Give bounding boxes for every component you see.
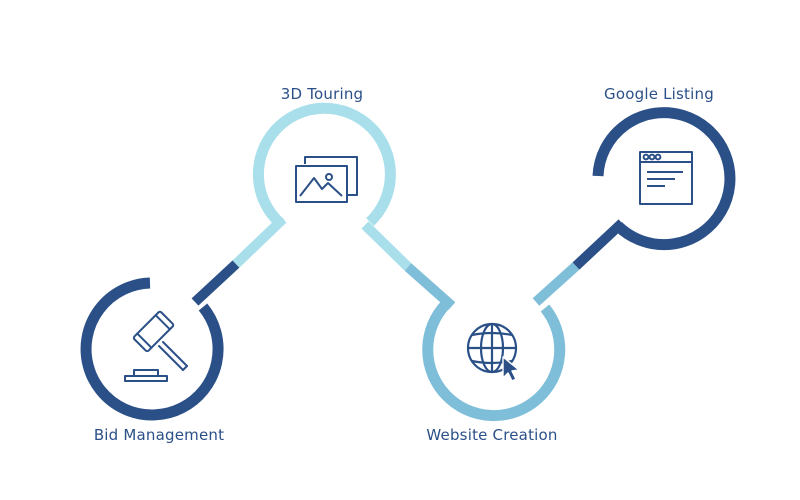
connector-3d-to-web — [361, 221, 456, 310]
connector-bid-to-3d — [191, 215, 287, 306]
step-label-3d-touring: 3D Touring — [280, 85, 364, 103]
ring-3d-touring — [252, 102, 396, 229]
image-gallery-icon — [295, 156, 358, 203]
connector-web-to-google — [532, 219, 626, 306]
browser-window-icon — [639, 151, 693, 205]
globe-cursor-icon — [466, 322, 520, 382]
ring-bid-management — [80, 277, 224, 421]
ring-google-listing — [592, 107, 736, 251]
step-label-google-listing: Google Listing — [604, 85, 714, 103]
step-label-bid-management: Bid Management — [93, 426, 225, 444]
step-label-website-creation: Website Creation — [426, 426, 558, 444]
gavel-icon — [124, 310, 188, 382]
ring-website-creation — [422, 300, 566, 422]
